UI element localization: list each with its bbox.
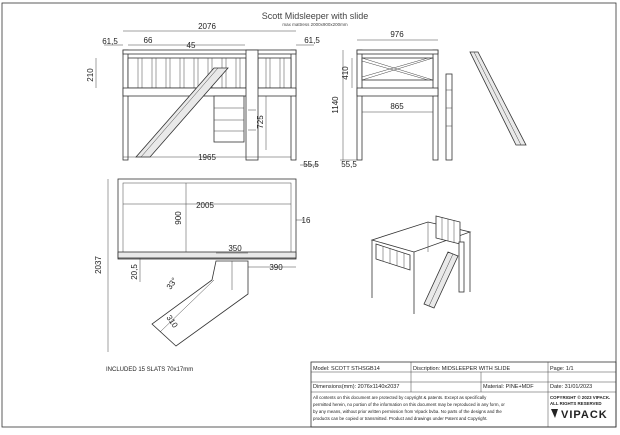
front-top-rail [122, 49, 297, 55]
vipack-logo-icon [551, 409, 558, 418]
dim-rail-height: 210 [86, 68, 95, 82]
side-slide [469, 51, 527, 146]
dim-slat-pitch: 66 [144, 36, 153, 45]
tb-page: Page: 1/1 [550, 366, 574, 372]
dim-slide-offset: 390 [269, 263, 283, 272]
front-ladder [245, 49, 259, 161]
front-guard [127, 57, 247, 89]
title-block: Model: SCOTT STHSGB14 Discription: MIDSL… [310, 361, 617, 428]
tb-legal-line-1: All contents on this document are protec… [313, 395, 487, 400]
tb-model: Model: SCOTT STHSGB14 [313, 366, 380, 372]
dim-foot-offset: 55,5 [303, 160, 319, 169]
dim-ladder-height: 725 [256, 115, 265, 129]
dim-inner-depth: 865 [390, 102, 404, 111]
tb-copyright: COPYRIGHT © 2023 VIPACK. [550, 395, 610, 400]
dim-side-rail-height: 410 [341, 66, 350, 80]
front-view: 2076 61,5 66 45 61,5 210 725 1965 55,5 [86, 22, 320, 169]
tb-legal-line-3: by any means, without prior written perm… [313, 409, 502, 414]
iso-guard [375, 243, 411, 271]
dim-left-offset: 61,5 [102, 37, 118, 46]
tb-legal-line-4: products can be copied or transmitted. P… [313, 416, 488, 421]
plan-outline [117, 178, 297, 260]
dim-inner-width: 900 [174, 211, 183, 225]
front-left-post [122, 49, 129, 161]
side-top-rail [356, 49, 439, 55]
plan-slide [151, 260, 249, 347]
tb-legal-line-2: permitted herein, no portion of the info… [313, 402, 505, 407]
dim-overall-height: 1140 [331, 96, 340, 114]
tb-material: Material: PINE+MDF [483, 384, 534, 390]
dim-side-foot-offset: 55,5 [341, 160, 357, 169]
tb-dimensions: Dimensions(mm): 2076x1140x2037 [313, 384, 399, 390]
dim-inner-length: 2005 [196, 201, 214, 210]
front-shelf [213, 95, 245, 143]
dim-overall-depth: 976 [390, 30, 404, 39]
side-right-post [432, 49, 439, 161]
slats-note: INCLUDED 15 SLATS 70x17mm [106, 367, 193, 373]
title-block-frame [310, 361, 617, 428]
dim-overall-length: 2037 [94, 256, 103, 274]
side-left-post [356, 49, 363, 161]
front-guard-right [257, 57, 292, 89]
side-ladder [445, 73, 453, 161]
drawing-title: Scott Midsleeper with slide [262, 11, 369, 21]
dim-base-length: 1965 [198, 153, 216, 162]
tb-brand: VIPACK [561, 409, 608, 421]
iso-ladder [458, 241, 465, 293]
dim-slat-gap: 45 [187, 41, 196, 50]
side-view: 976 410 1140 865 55,5 [331, 30, 527, 169]
front-right-post [290, 49, 297, 161]
dim-slide-top: 350 [228, 244, 242, 253]
side-bed-frame [356, 87, 439, 97]
tb-rights: ALL RIGHTS RESERVED [550, 401, 602, 406]
dim-overall-width: 2076 [198, 22, 216, 31]
plan-bottom-rail [117, 251, 297, 259]
dim-rail: 16 [302, 216, 311, 225]
tb-description: Discription: MIDSLEEPER WITH SLIDE [413, 366, 511, 372]
plan-view: 2037 2005 900 16 350 390 20,5 33° 310 [94, 178, 311, 352]
tb-date: Date: 31/01/2023 [550, 384, 592, 390]
dim-slide-angle: 33° [165, 276, 179, 291]
iso-view [370, 215, 472, 314]
dim-right-offset: 61,5 [304, 36, 320, 45]
dim-slide-end: 20,5 [130, 264, 139, 280]
sheet-border [1, 2, 617, 428]
drawing-subtitle: max mattress 2000x900x200mm [282, 22, 348, 27]
